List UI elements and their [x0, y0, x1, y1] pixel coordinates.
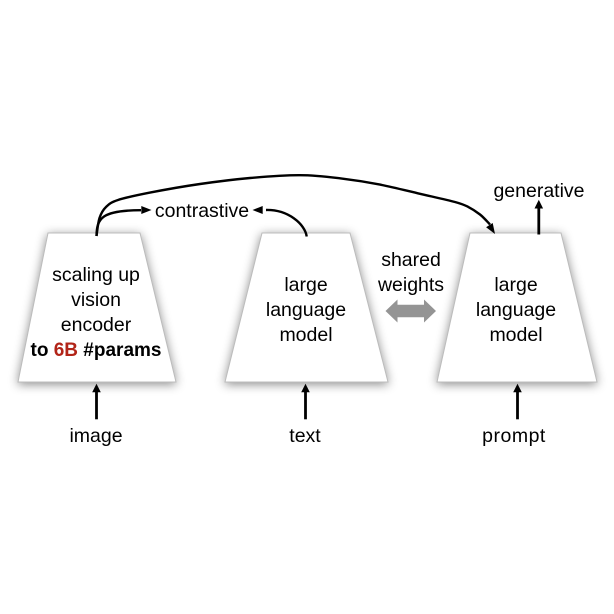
- svg-text:vision: vision: [71, 289, 121, 311]
- svg-text:generative: generative: [493, 180, 584, 202]
- svg-text:model: model: [279, 324, 332, 346]
- svg-text:text: text: [289, 425, 321, 447]
- svg-text:to 6B #params: to 6B #params: [31, 340, 162, 361]
- svg-text:prompt: prompt: [482, 425, 546, 447]
- svg-text:model: model: [489, 324, 542, 346]
- svg-text:large: large: [284, 274, 327, 296]
- svg-text:contrastive: contrastive: [155, 200, 249, 222]
- svg-text:language: language: [266, 299, 346, 321]
- svg-text:encoder: encoder: [61, 314, 132, 336]
- svg-text:scaling up: scaling up: [52, 264, 140, 286]
- svg-text:language: language: [476, 299, 556, 321]
- svg-text:shared: shared: [381, 249, 441, 271]
- svg-text:large: large: [494, 274, 537, 296]
- svg-text:weights: weights: [377, 274, 444, 296]
- svg-text:image: image: [69, 425, 122, 447]
